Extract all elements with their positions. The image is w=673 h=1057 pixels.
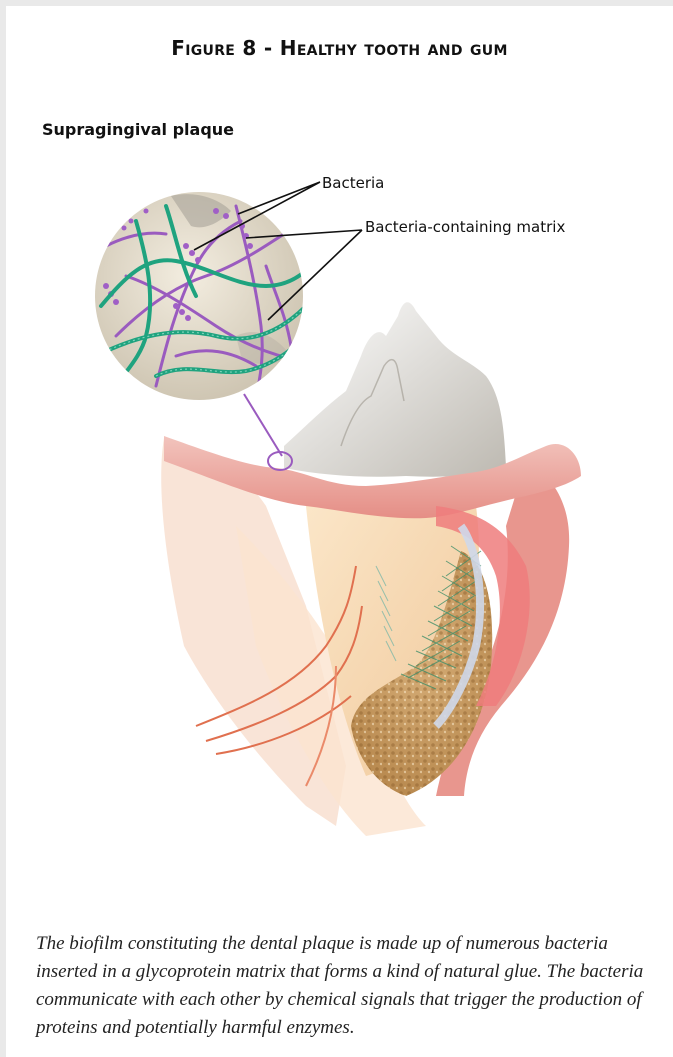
figure-panel: Figure 8 - Healthy tooth and gum Supragi…: [6, 6, 673, 1057]
tooth-crown: [284, 302, 506, 476]
label-matrix: Bacteria-containing matrix: [365, 218, 565, 236]
tooth-illustration: [6, 6, 673, 906]
label-bacteria: Bacteria: [322, 174, 384, 192]
magnified-plaque-view: [95, 192, 311, 400]
figure-caption: The biofilm constituting the dental plaq…: [36, 930, 656, 1042]
